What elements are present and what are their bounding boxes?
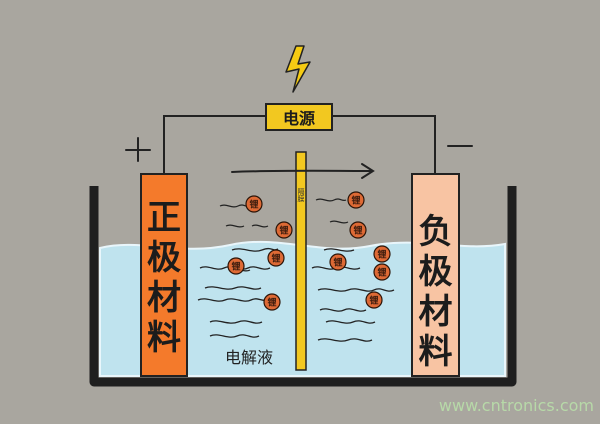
negative-electrode [411, 173, 460, 377]
lithium-ion-label: 锂 [267, 297, 276, 309]
lithium-ion-label: 锂 [377, 249, 386, 261]
lithium-ion-label: 锂 [333, 257, 342, 269]
negative-label-char: 负 [418, 212, 453, 252]
lithium-ion: 锂 [245, 195, 263, 213]
lithium-ion: 锂 [373, 263, 391, 281]
power-source-box [265, 103, 333, 131]
wire-positive [163, 115, 266, 174]
ion-flow-arrow [231, 163, 375, 179]
positive-label-char: 极 [147, 238, 181, 278]
lithium-ion: 锂 [349, 221, 367, 239]
positive-electrode [140, 173, 188, 377]
negative-label-char: 极 [418, 252, 453, 292]
lithium-ion-label: 锂 [271, 253, 280, 265]
lithium-ion-label: 锂 [231, 261, 240, 273]
electrolyte-waves [197, 247, 395, 342]
positive-electrode-label: 正 极 材 料 [141, 198, 187, 358]
electrolyte-label: 电解液 [224, 348, 273, 367]
lithium-ion: 锂 [365, 291, 383, 309]
power-source-label: 电源 [282, 109, 315, 128]
wire-negative [332, 115, 436, 174]
lithium-ion-label: 锂 [279, 225, 288, 237]
lithium-ion: 锂 [227, 257, 245, 275]
lithium-ions: 锂锂锂锂锂锂锂锂锂锂锂 [227, 191, 391, 311]
separator-membrane [295, 151, 307, 371]
positive-label-char: 正 [147, 198, 181, 238]
negative-label-char: 料 [418, 332, 453, 372]
container [89, 186, 517, 387]
lithium-ion: 锂 [263, 293, 281, 311]
lithium-ion-label: 锂 [351, 195, 360, 207]
watermark: www.cntronics.com [438, 395, 594, 415]
lithium-ion: 锂 [275, 221, 293, 239]
lithium-ion-label: 锂 [353, 225, 362, 237]
lithium-ion: 锂 [373, 245, 391, 263]
lithium-ion: 锂 [347, 191, 365, 209]
negative-label-char: 材 [418, 292, 453, 332]
separator-label: 隔膜 [297, 187, 305, 203]
lithium-ion: 锂 [267, 249, 285, 267]
positive-label-char: 料 [147, 318, 181, 358]
lithium-ion-label: 锂 [249, 199, 258, 211]
lithium-ion: 锂 [329, 253, 347, 271]
positive-label-char: 材 [147, 278, 181, 318]
plus-sign-icon [125, 137, 151, 162]
lightning-bolt-icon [285, 45, 311, 93]
lithium-ion-label: 锂 [377, 267, 386, 279]
lithium-ion-label: 锂 [369, 295, 378, 307]
negative-electrode-label: 负 极 材 料 [412, 212, 459, 372]
